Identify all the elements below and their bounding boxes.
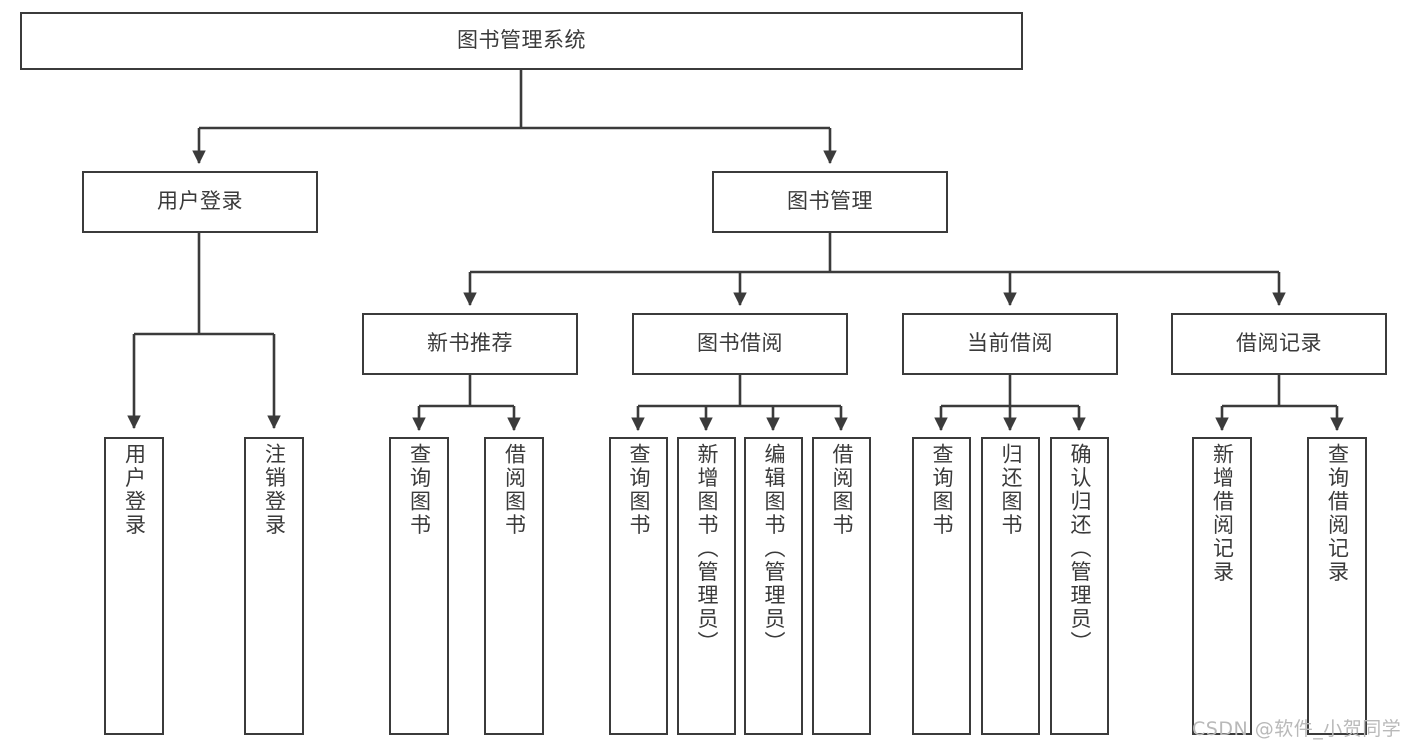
leaf-add-record[interactable]: 新增借阅记录 [1192, 437, 1252, 735]
leaf-confirm-return-label: 确认归还（管理员） [1068, 443, 1092, 655]
node-root[interactable]: 图书管理系统 [20, 12, 1023, 70]
leaf-user-login[interactable]: 用户登录 [104, 437, 164, 735]
node-current-borrow[interactable]: 当前借阅 [902, 313, 1118, 375]
leaf-return-book-label: 归还图书 [999, 443, 1023, 537]
leaf-query-book-2-label: 查询图书 [627, 443, 651, 537]
leaf-edit-book[interactable]: 编辑图书（管理员） [744, 437, 803, 735]
leaf-user-login-label: 用户登录 [122, 443, 147, 537]
node-new-book-recommend[interactable]: 新书推荐 [362, 313, 578, 375]
node-book-manage[interactable]: 图书管理 [712, 171, 948, 233]
node-user-login-label: 用户登录 [157, 189, 243, 214]
node-new-book-recommend-label: 新书推荐 [427, 331, 513, 356]
leaf-borrow-book-1-label: 借阅图书 [502, 443, 527, 537]
leaf-query-book-1[interactable]: 查询图书 [389, 437, 449, 735]
csdn-watermark: CSDN @软件_小贺同学 [1192, 718, 1402, 740]
leaf-user-logout[interactable]: 注销登录 [244, 437, 304, 735]
node-book-borrow-label: 图书借阅 [697, 331, 783, 356]
leaf-query-record[interactable]: 查询借阅记录 [1307, 437, 1367, 735]
leaf-query-record-label: 查询借阅记录 [1325, 443, 1350, 584]
node-root-label: 图书管理系统 [457, 28, 586, 53]
leaf-add-book-label: 新增图书（管理员） [695, 443, 719, 655]
leaf-edit-book-label: 编辑图书（管理员） [762, 443, 786, 655]
leaf-user-logout-label: 注销登录 [262, 443, 287, 537]
leaf-add-book[interactable]: 新增图书（管理员） [677, 437, 736, 735]
leaf-borrow-book-2[interactable]: 借阅图书 [812, 437, 871, 735]
leaf-query-book-3[interactable]: 查询图书 [912, 437, 971, 735]
leaf-query-book-3-label: 查询图书 [930, 443, 954, 537]
node-book-borrow[interactable]: 图书借阅 [632, 313, 848, 375]
node-borrow-record[interactable]: 借阅记录 [1171, 313, 1387, 375]
node-current-borrow-label: 当前借阅 [967, 331, 1053, 356]
leaf-query-book-2[interactable]: 查询图书 [609, 437, 668, 735]
leaf-return-book[interactable]: 归还图书 [981, 437, 1040, 735]
leaf-add-record-label: 新增借阅记录 [1210, 443, 1235, 584]
node-borrow-record-label: 借阅记录 [1236, 331, 1322, 356]
leaf-confirm-return[interactable]: 确认归还（管理员） [1050, 437, 1109, 735]
leaf-borrow-book-2-label: 借阅图书 [830, 443, 854, 537]
leaf-query-book-1-label: 查询图书 [407, 443, 432, 537]
node-user-login[interactable]: 用户登录 [82, 171, 318, 233]
leaf-borrow-book-1[interactable]: 借阅图书 [484, 437, 544, 735]
node-book-manage-label: 图书管理 [787, 189, 873, 214]
